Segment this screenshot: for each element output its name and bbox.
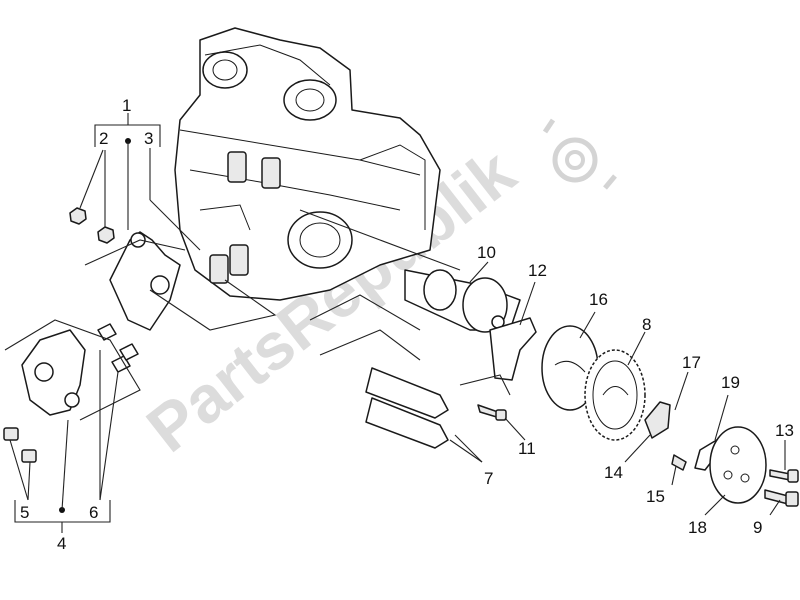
leader-lines <box>4 113 786 533</box>
callout-6: 6 <box>89 503 98 522</box>
nuts <box>69 207 115 244</box>
callout-17: 17 <box>682 353 701 372</box>
callout-16: 16 <box>589 290 608 309</box>
counterweight <box>644 401 687 471</box>
callout-5: 5 <box>20 503 29 522</box>
cover-plate <box>709 426 767 504</box>
callout-8: 8 <box>642 315 651 334</box>
cam-sprocket <box>584 349 646 441</box>
callout-numbers: 1 2 3 4 5 6 7 8 9 10 11 12 13 14 15 16 1… <box>20 96 794 553</box>
callout-3: 3 <box>144 129 153 148</box>
callout-13: 13 <box>775 421 794 440</box>
cylinder-head <box>174 27 441 301</box>
callout-12: 12 <box>528 261 547 280</box>
bolts-lower <box>3 323 139 463</box>
callout-14: 14 <box>604 463 623 482</box>
push-pins <box>365 367 449 449</box>
callout-4: 4 <box>57 534 66 553</box>
callout-9: 9 <box>753 518 762 537</box>
callout-2: 2 <box>99 129 108 148</box>
callout-7: 7 <box>484 469 493 488</box>
rocker-arm-lower <box>21 329 86 416</box>
camshaft <box>404 269 521 333</box>
retaining-plate <box>489 317 537 381</box>
bolts-right <box>764 469 799 507</box>
bolt-11 <box>477 404 507 421</box>
gear-icon <box>542 118 617 190</box>
callout-10: 10 <box>477 243 496 262</box>
callout-1: 1 <box>122 96 131 115</box>
callout-15: 15 <box>646 487 665 506</box>
callout-18: 18 <box>688 518 707 537</box>
callout-19: 19 <box>721 373 740 392</box>
callout-11: 11 <box>518 439 536 458</box>
rocker-arm-upper <box>109 231 181 331</box>
